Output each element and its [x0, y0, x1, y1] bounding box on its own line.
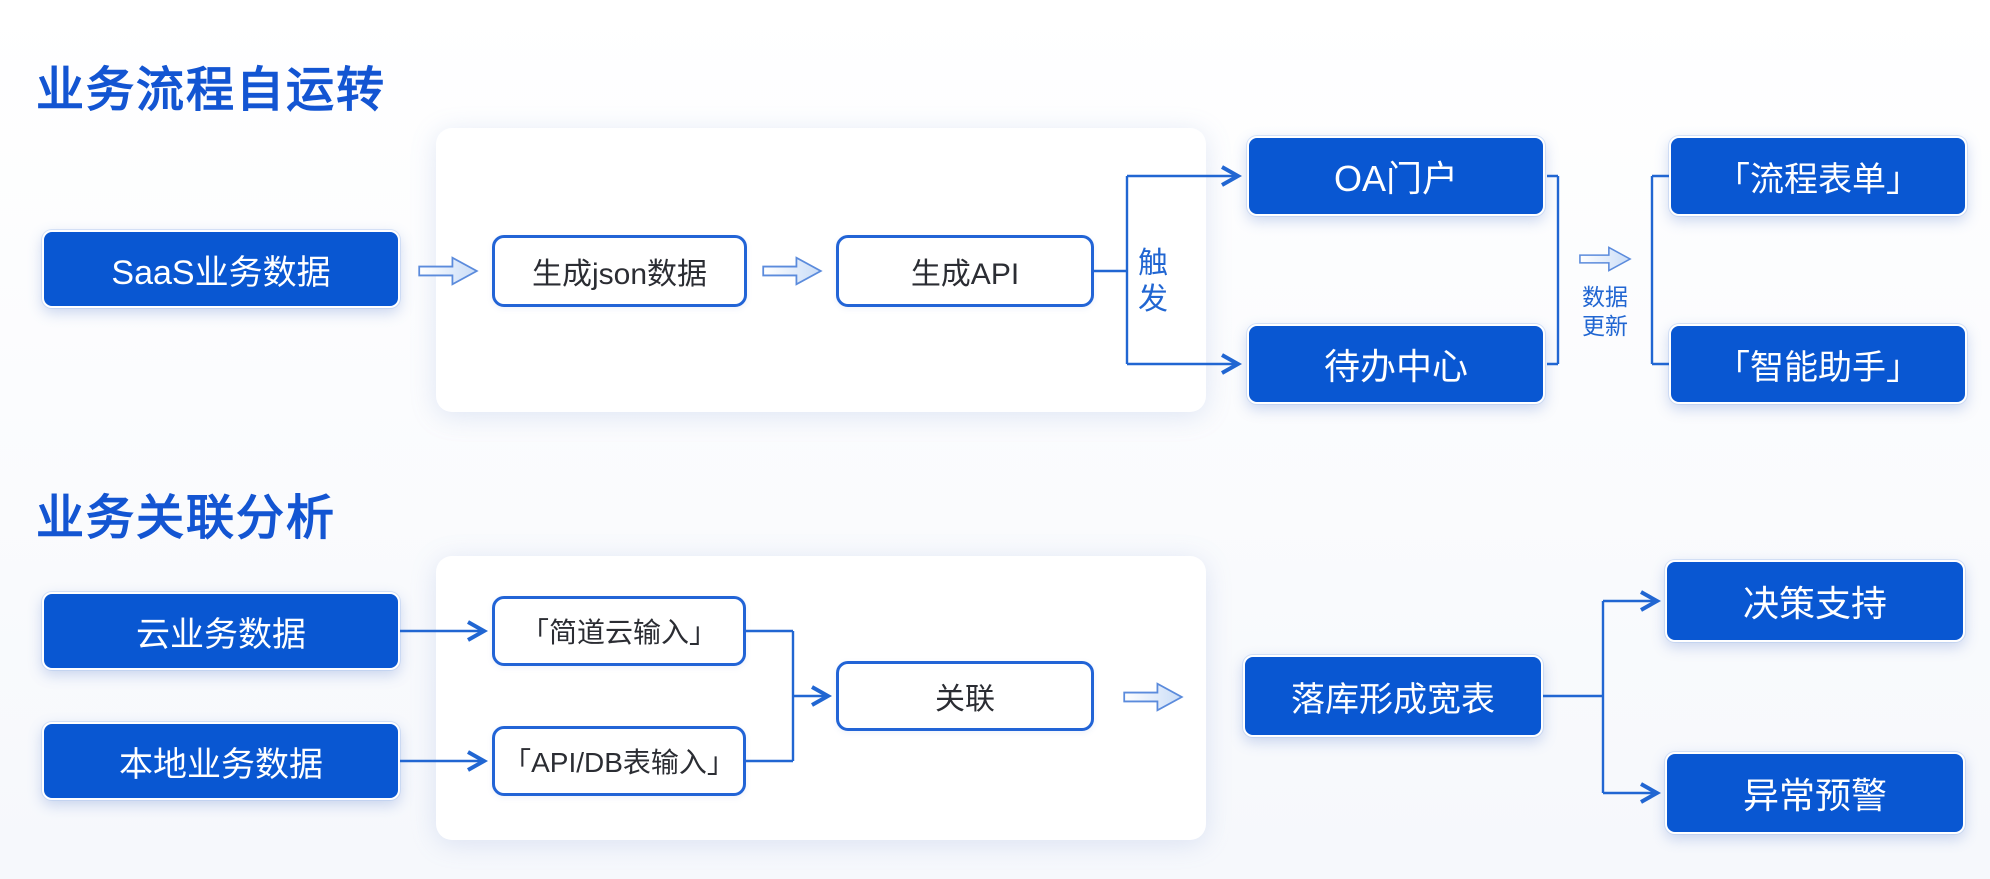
node-anomaly-alert: 异常预警: [1665, 752, 1965, 834]
section1-title: 业务流程自运转: [36, 64, 387, 117]
node-wide-table: 落库形成宽表: [1243, 655, 1543, 737]
node-local-data: 本地业务数据: [42, 722, 400, 800]
node-cloud-data: 云业务数据: [42, 592, 400, 670]
node-generate-json: 生成json数据: [492, 235, 747, 307]
node-todo-center: 待办中心: [1247, 324, 1545, 404]
connector-output-branch: [1543, 601, 1605, 793]
section2-title: 业务关联分析: [36, 492, 337, 545]
node-smart-assistant: 「智能助手」: [1669, 324, 1967, 404]
connector-bracket-right: [1650, 174, 1669, 366]
node-process-form: 「流程表单」: [1669, 136, 1967, 216]
node-decision-support: 决策支持: [1665, 560, 1965, 642]
node-join: 关联: [836, 661, 1094, 731]
block-arrow-data-update: [1579, 246, 1632, 272]
data-update-label: 数据更新: [1582, 284, 1628, 339]
node-saas-data: SaaS业务数据: [42, 230, 400, 308]
node-api-db-input: 「API/DB表输入」: [492, 726, 746, 796]
connector-bracket-left: [1547, 174, 1560, 366]
node-jiandaoyun-input: 「简道云输入」: [492, 596, 746, 666]
node-generate-api: 生成API: [836, 235, 1094, 307]
trigger-label: 触发: [1138, 247, 1168, 316]
node-oa-portal: OA门户: [1247, 136, 1545, 216]
